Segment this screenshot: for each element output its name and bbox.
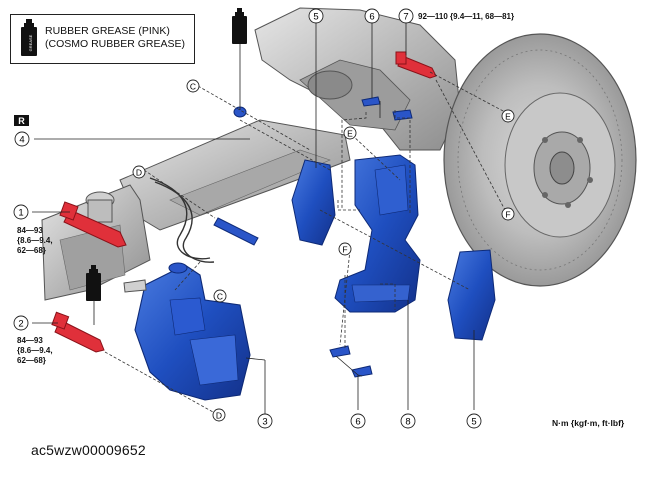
grease-tube-icon [232, 8, 247, 44]
torque-1-line-1: 84—93 [17, 226, 43, 235]
side-marker-r: R [14, 115, 29, 126]
svg-text:R: R [18, 116, 25, 126]
svg-text:F: F [505, 210, 510, 220]
marker-e-left: E [343, 126, 357, 140]
guide-pin [213, 106, 259, 246]
callout-5-upper: 5 [308, 8, 324, 24]
torque-spec-1: 84—93 {8.6—9.4, 62—68} [17, 226, 53, 256]
torque-unit-note: N·m {kgf·m, ft·lbf} [552, 418, 625, 428]
marker-e-right: E [501, 109, 515, 123]
marker-c-lower: C [213, 289, 227, 303]
legend-line-2: (COSMO RUBBER GREASE) [45, 38, 186, 50]
svg-text:2: 2 [18, 319, 23, 330]
grease-tube-icon: GREASE [21, 19, 37, 56]
callout-5-lower: 5 [466, 413, 482, 429]
marker-d-lower: D [212, 408, 226, 422]
pad-shims-lower [329, 345, 373, 378]
svg-text:4: 4 [19, 135, 24, 146]
figure-id: ac5wzw00009652 [31, 442, 146, 458]
callout-4: 4 [14, 131, 30, 147]
torque-1-line-2: {8.6—9.4, [17, 236, 53, 245]
callout-3: 3 [257, 413, 273, 429]
brake-disc [443, 33, 637, 287]
bolt-2 [51, 311, 105, 353]
marker-f-right: F [501, 207, 515, 221]
brake-pad-inner [291, 159, 336, 246]
grease-icon-label: GREASE [28, 34, 33, 51]
svg-text:D: D [216, 411, 222, 421]
legend-text: RUBBER GREASE (PINK) (COSMO RUBBER GREAS… [45, 25, 185, 51]
svg-text:1: 1 [18, 208, 23, 219]
torque-spec-7: 92—110 {9.4—11, 68—81} [418, 12, 515, 21]
torque-spec-2: 84—93 {8.6—9.4, 62—68} [17, 336, 53, 366]
pad-shims-upper [361, 96, 413, 121]
svg-text:5: 5 [471, 417, 476, 428]
svg-text:C: C [190, 82, 196, 92]
callout-6-lower: 6 [350, 413, 366, 429]
marker-d-upper: D [132, 165, 146, 179]
torque-2-line-3: 62—68} [17, 356, 46, 365]
legend-line-1: RUBBER GREASE (PINK) [45, 25, 170, 37]
callout-7: 7 [398, 8, 414, 24]
svg-text:C: C [217, 292, 223, 302]
svg-text:6: 6 [369, 12, 374, 23]
torque-2-line-1: 84—93 [17, 336, 43, 345]
marker-c-upper: C [186, 79, 200, 93]
callout-1: 1 [13, 204, 29, 220]
brake-caliper [123, 262, 251, 401]
torque-1-line-3: 62—68} [17, 246, 46, 255]
brake-pad-outer [447, 249, 496, 341]
grease-tube-icon [86, 265, 101, 301]
bolt-1 [59, 201, 127, 248]
callout-2: 2 [13, 315, 29, 331]
brake-hose [149, 177, 215, 263]
bolt-7 [395, 51, 437, 79]
svg-text:3: 3 [262, 417, 267, 428]
leader-lines [32, 22, 475, 415]
marker-f-left: F [338, 242, 352, 256]
svg-text:E: E [347, 129, 353, 139]
svg-text:6: 6 [355, 417, 360, 428]
callout-8: 8 [400, 413, 416, 429]
torque-2-line-2: {8.6—9.4, [17, 346, 53, 355]
svg-text:D: D [136, 168, 142, 178]
svg-text:7: 7 [403, 12, 408, 23]
svg-text:E: E [505, 112, 511, 122]
steering-knuckle [41, 7, 461, 301]
caliper-bracket [334, 154, 421, 313]
svg-text:F: F [342, 245, 347, 255]
callout-6-upper: 6 [364, 8, 380, 24]
grease-legend: GREASE RUBBER GREASE (PINK) (COSMO RUBBE… [10, 14, 195, 64]
svg-text:5: 5 [313, 12, 318, 23]
svg-text:8: 8 [405, 417, 410, 428]
dashed-guides [104, 71, 506, 413]
